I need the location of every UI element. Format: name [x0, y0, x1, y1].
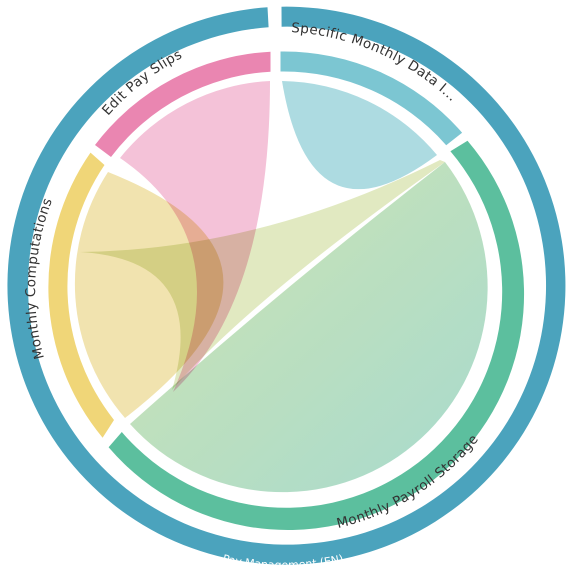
segment-arc-monthly-computations[interactable]: [48, 152, 114, 438]
ribbon-specific-self[interactable]: [282, 81, 437, 190]
ribbon-edit-pay-slips[interactable]: [120, 81, 270, 392]
segment-arc-specific-monthly-data[interactable]: [280, 51, 463, 146]
segment-arc-monthly-payroll-storage[interactable]: [108, 140, 525, 531]
ribbon-storage-main[interactable]: [130, 162, 488, 493]
outer-ring-label: Pay Management (EN): [221, 552, 344, 570]
segment-arc-edit-pay-slips[interactable]: [95, 51, 271, 158]
ribbon-computations-to-storage[interactable]: [80, 160, 445, 390]
